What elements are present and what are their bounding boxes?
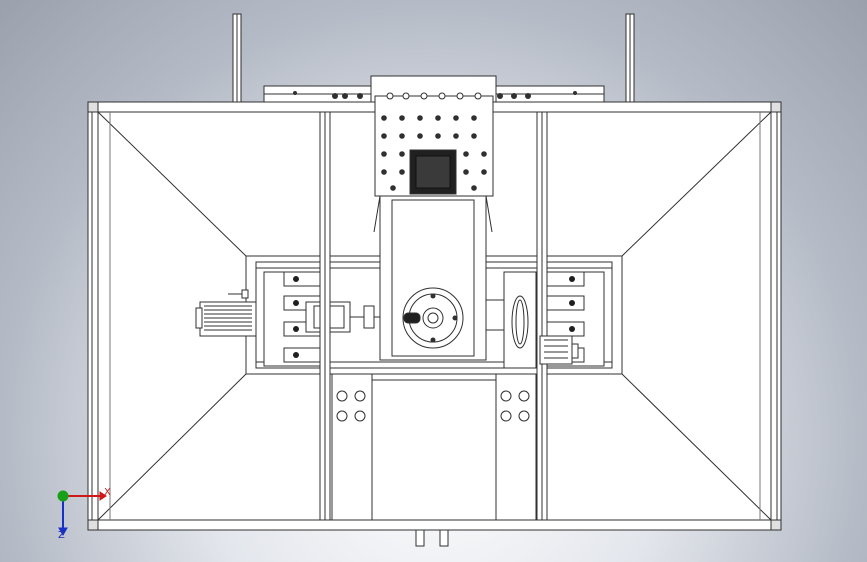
- vertical-posts: [319, 111, 548, 521]
- hopper-lines: [97, 111, 772, 521]
- central-carriage: [373, 195, 493, 361]
- left-motor: [195, 289, 257, 337]
- drilled-plate: [374, 92, 494, 197]
- z-axis-label: Z: [58, 530, 65, 541]
- x-axis-label: X: [104, 487, 111, 498]
- coordinate-triad: [57, 490, 107, 537]
- lower-supports: [331, 373, 537, 521]
- bottom-feet: [415, 529, 449, 547]
- right-pulley-motor: [485, 271, 579, 369]
- left-coupling: [305, 301, 382, 333]
